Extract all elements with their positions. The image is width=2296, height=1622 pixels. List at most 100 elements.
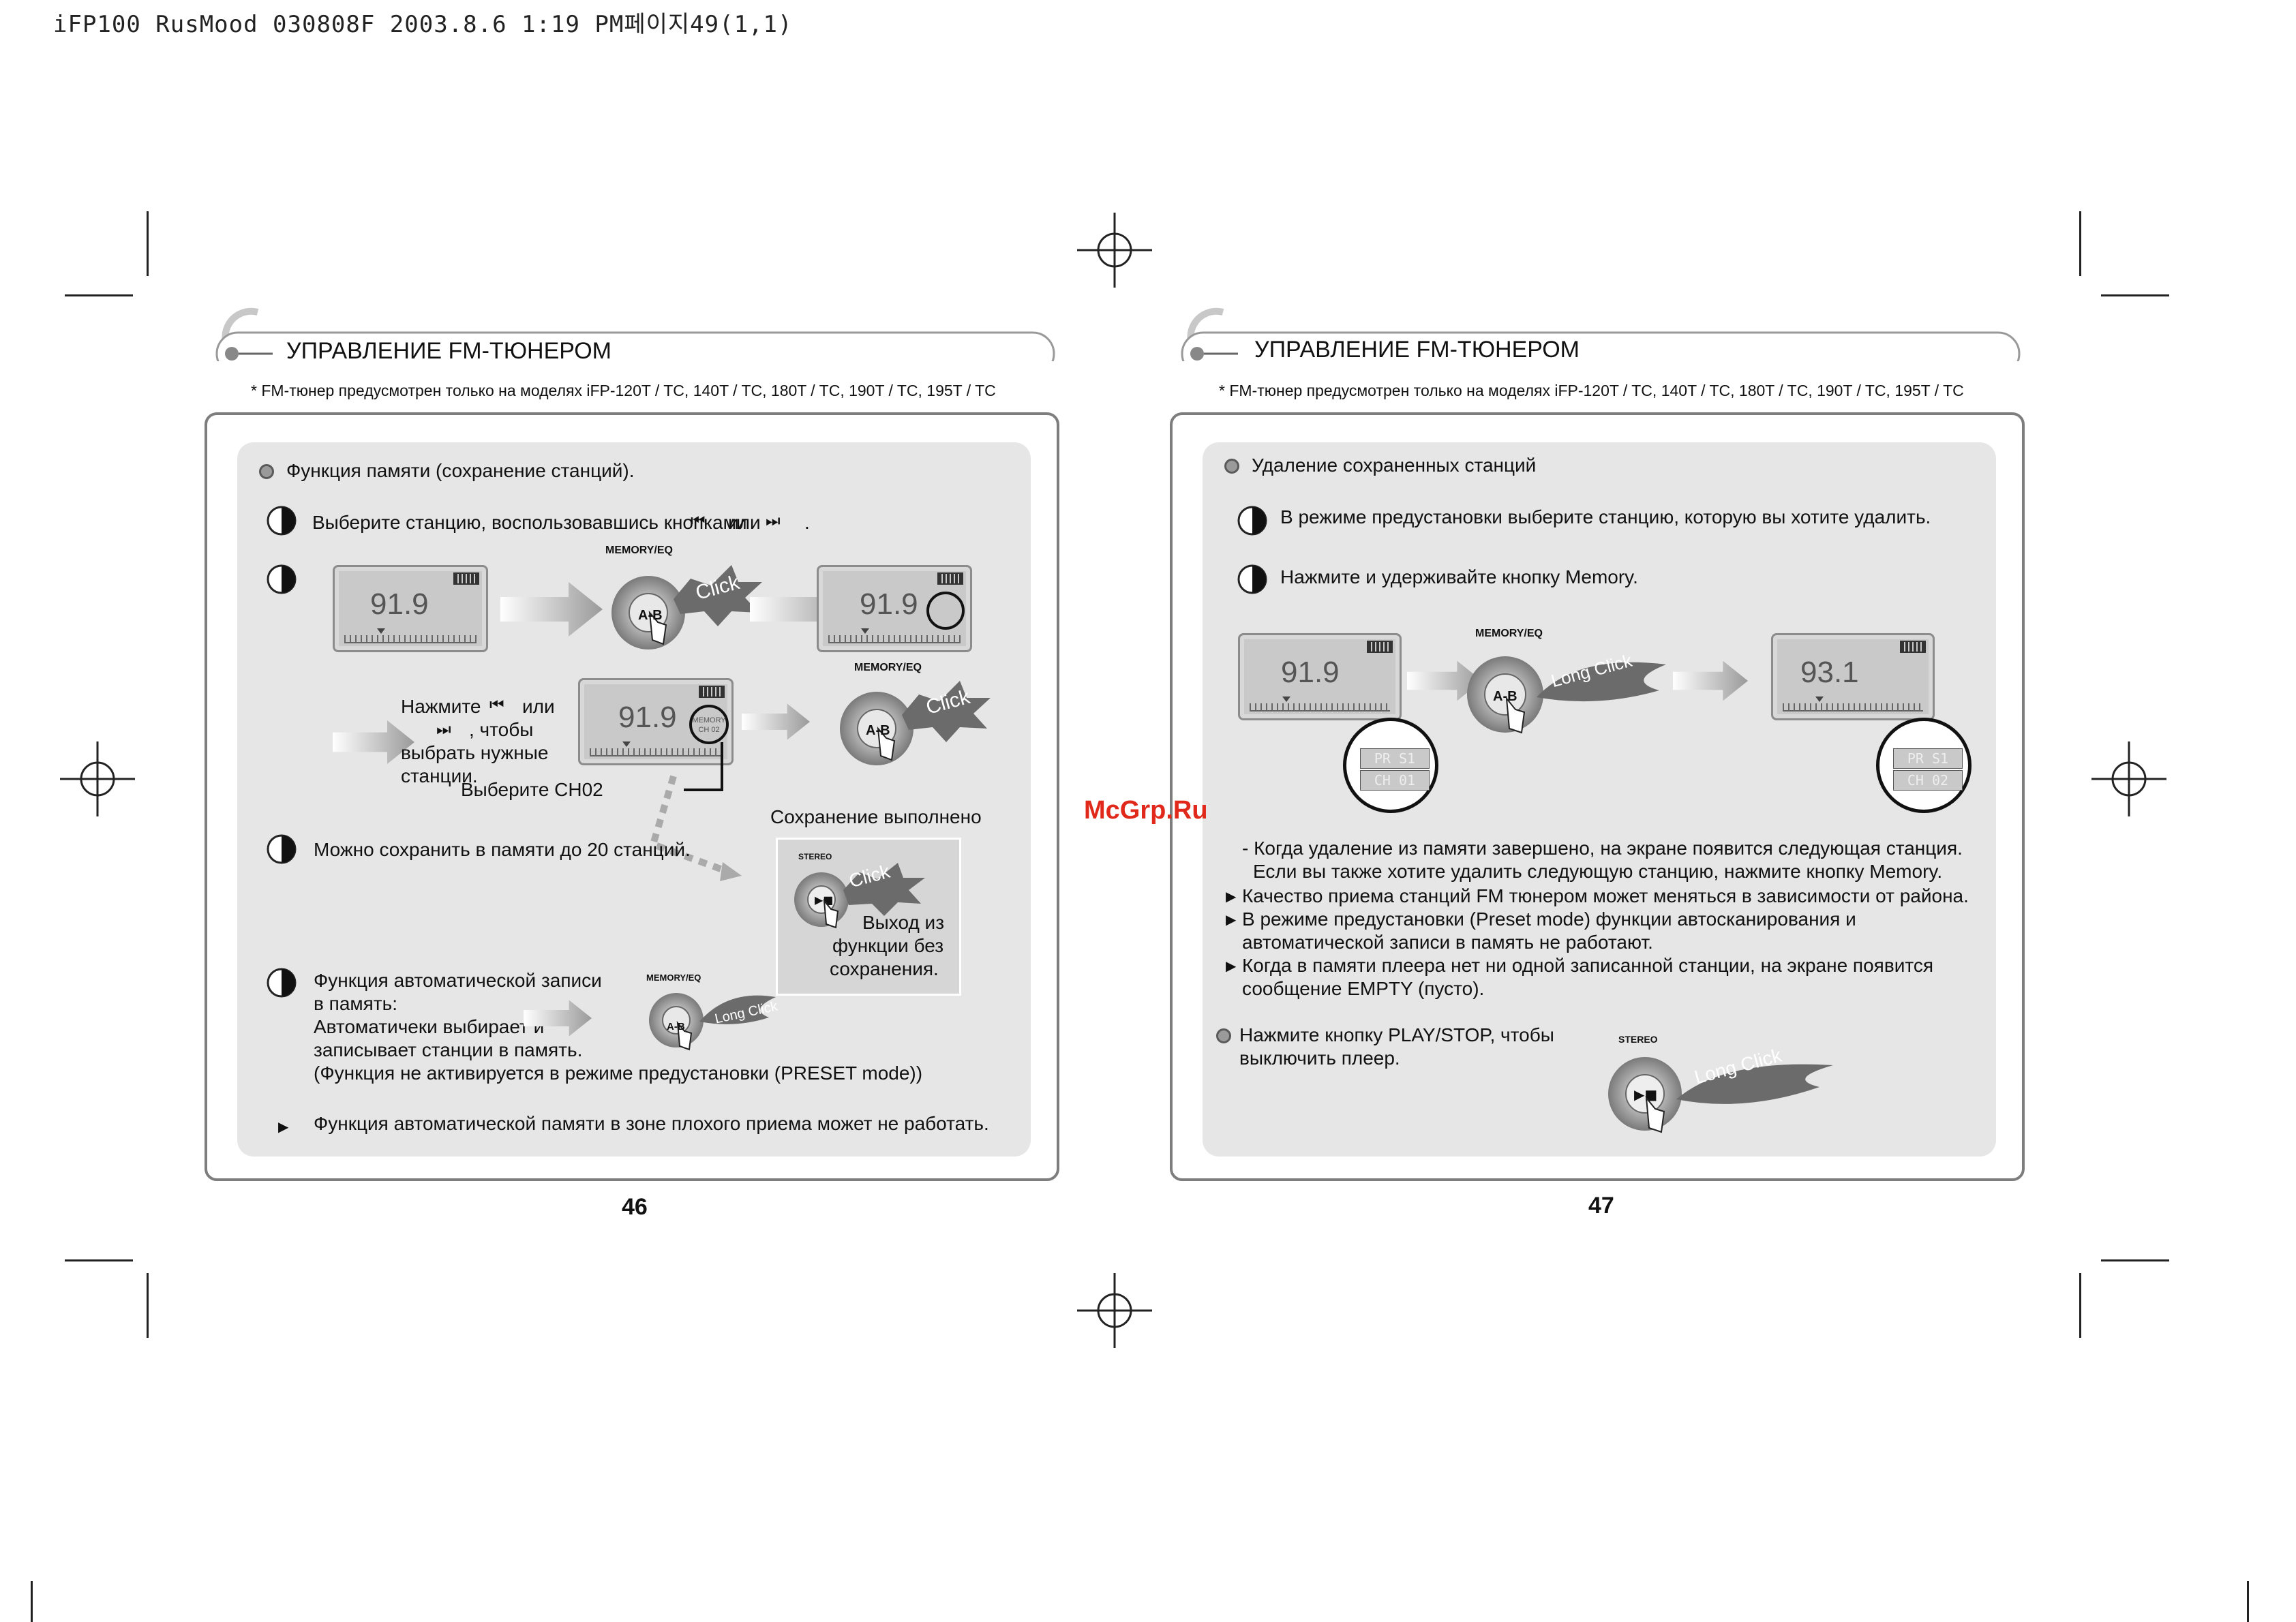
model-note: * FM-тюнер предусмотрен только на моделя… [1219, 382, 1964, 399]
title-bar [215, 307, 1055, 361]
auto-text-b: в память: [314, 993, 397, 1014]
lcd-channel-label: CH 02 [698, 726, 720, 734]
step1-text: В режиме предустановки выберите станцию,… [1280, 506, 1931, 527]
step-3-icon [267, 834, 297, 864]
stereo-label: STEREO [1618, 1034, 1658, 1045]
play-stop-button-long-click: ▶■ [1608, 1057, 1833, 1133]
crop-mark [147, 211, 149, 276]
ab-button-label: A-B [638, 608, 663, 623]
memory-eq-label: MEMORY/EQ [646, 973, 701, 983]
svg-text:▶■: ▶■ [1634, 1086, 1657, 1103]
battery-icon [1367, 641, 1393, 653]
registration-mark [1077, 213, 1152, 288]
frequency-scale [590, 748, 722, 756]
next-icon: ⏭ [766, 512, 781, 530]
zoom-row-2: CH 02 [1893, 770, 1963, 791]
tuner-indicator-icon [1815, 697, 1824, 702]
step-4-icon [267, 968, 297, 998]
section-title: Функция памяти (сохранение станций). [286, 460, 635, 481]
frequency-scale [828, 635, 961, 643]
lcd-display-2: 93.1 [1771, 633, 1935, 720]
crop-mark [2247, 1581, 2249, 1622]
exit-text-b: функции без [832, 935, 944, 956]
triangle-bullet-icon: ▶ [1226, 889, 1237, 904]
registration-mark [1077, 1273, 1152, 1348]
exit-text-c: сохранения. [830, 958, 939, 979]
note-3a: Когда в памяти плеера нет ни одной запис… [1242, 955, 1934, 976]
memory-eq-label: MEMORY/EQ [605, 545, 673, 556]
memory-eq-label: MEMORY/EQ [854, 662, 922, 673]
flow-arrow-icon [1673, 660, 1748, 701]
zoom-row-1: PR S1 [1893, 748, 1963, 769]
zoom-circle-1: PR S1 CH 01 [1343, 718, 1438, 813]
section-bullet-icon [259, 464, 274, 479]
battery-icon [453, 572, 479, 585]
press-or: или [522, 696, 555, 717]
frequency-scale [1783, 703, 1923, 711]
lcd-frequency: 91.9 [618, 701, 677, 734]
ab-button-click [840, 681, 991, 765]
lcd-frequency: 91.9 [860, 587, 918, 621]
prev-icon: ⏮ [489, 696, 504, 714]
stop-text-a: Нажмите кнопку PLAY/STOP, чтобы [1239, 1024, 1554, 1045]
auto-text-d: записывает станции в память. [314, 1039, 583, 1060]
flow-arrow-icon [742, 703, 810, 740]
tuner-indicator-icon [377, 628, 385, 634]
lcd-display-3: 91.9 MEMORY CH 02 [578, 678, 734, 765]
content-frame: Функция памяти (сохранение станций). Выб… [205, 412, 1059, 1181]
lcd-frequency: 91.9 [1281, 656, 1340, 689]
triangle-bullet-icon: ▶ [1226, 959, 1237, 974]
step-2-icon [267, 564, 297, 594]
frequency-scale [344, 635, 477, 643]
crop-mark [2079, 211, 2081, 276]
tuner-indicator-icon [622, 741, 631, 747]
triangle-bullet-icon: ▶ [1226, 913, 1237, 928]
content-frame: Удаление сохраненных станций В режиме пр… [1170, 412, 2025, 1181]
note-1: Качество приема станций FM тюнером может… [1242, 885, 1969, 906]
step2-text: Нажмите и удерживайте кнопку Memory. [1280, 566, 1638, 587]
note-2a: В режиме предустановки (Preset mode) фун… [1242, 908, 1856, 930]
play-stop-button-click: ▶■ [794, 863, 925, 929]
dash-note-a: - Когда удаление из памяти завершено, на… [1242, 838, 1963, 859]
lcd-memory-label: MEMORY [692, 716, 726, 724]
dash-note-b: Если вы также хотите удалить следующую с… [1253, 861, 1943, 882]
flow-arrow-icon [333, 720, 414, 764]
zoom-circle-2: PR S1 CH 02 [1876, 718, 1972, 813]
tuner-indicator-icon [1282, 697, 1290, 702]
dotted-connector [648, 775, 742, 881]
note-2b: автоматической записи в память не работа… [1242, 932, 1653, 953]
press-text-d: станции. [401, 765, 478, 786]
lcd-display-1: 91.9 [1238, 633, 1402, 720]
section-title: Удаление сохраненных станций [1252, 455, 1537, 476]
crop-mark [147, 1273, 149, 1338]
page-number: 46 [622, 1194, 648, 1220]
stereo-label: STEREO [798, 852, 832, 861]
frequency-scale [1250, 703, 1390, 711]
step3-text: Можно сохранить в памяти до 20 станций. [314, 839, 691, 860]
crop-mark [65, 1259, 133, 1261]
page-47: УПРАВЛЕНИЕ FM-ТЮНЕРОМ * FM-тюнер предусм… [1170, 307, 2029, 1261]
lcd-frequency: 93.1 [1800, 656, 1859, 689]
note-3b: сообщение EMPTY (пусто). [1242, 978, 1485, 999]
print-header: iFP100 RusMood 030808F 2003.8.6 1:19 PM페… [53, 11, 793, 38]
registration-mark [2091, 741, 2166, 816]
saved-label: Сохранение выполнено [770, 806, 982, 827]
step-1-icon [267, 506, 297, 536]
flow-arrow-icon [500, 582, 603, 637]
section-bullet-icon [1224, 459, 1239, 474]
exit-text-a: Выход из [862, 912, 945, 933]
watermark: McGrp.Ru [1084, 796, 1208, 825]
callout-line [684, 742, 723, 791]
press-text-b: , чтобы [469, 719, 534, 740]
model-note: * FM-тюнер предусмотрен только на моделя… [251, 382, 996, 399]
memory-eq-label: MEMORY/EQ [1475, 628, 1543, 639]
ab-button-long-click [1467, 656, 1666, 734]
crop-mark [2101, 294, 2169, 296]
press-text-c: выбрать нужные [401, 742, 549, 763]
zoom-row-2: CH 01 [1360, 770, 1430, 791]
zoom-circle: MEMORY CH 02 [689, 705, 729, 744]
step1-text: Выберите станцию, воспользовавшись кнопк… [312, 512, 747, 533]
content-panel: Удаление сохраненных станций В режиме пр… [1203, 442, 1996, 1157]
lcd-frequency: 91.9 [370, 587, 429, 621]
battery-icon [699, 686, 725, 698]
